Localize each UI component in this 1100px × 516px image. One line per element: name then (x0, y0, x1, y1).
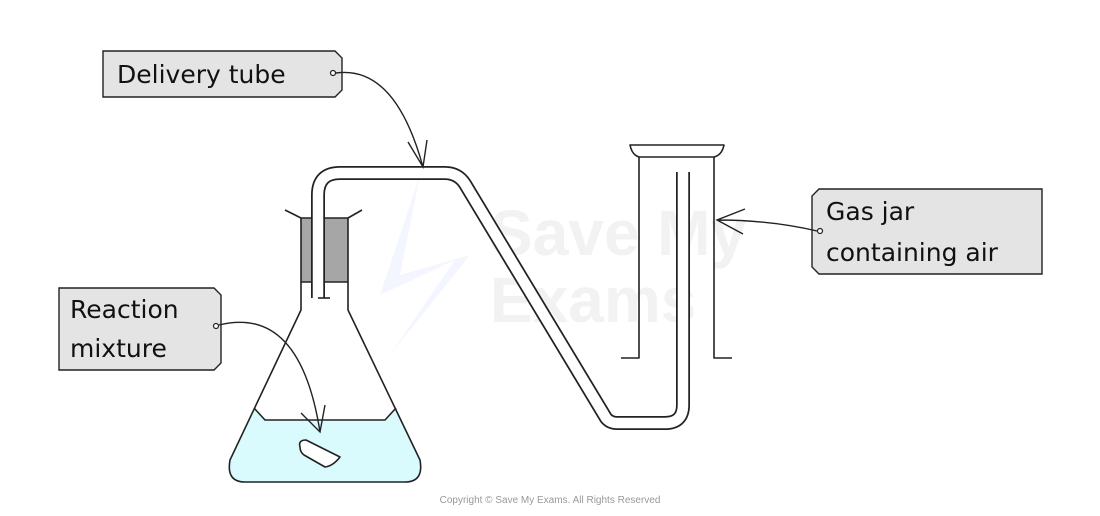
gas-jar (621, 144, 732, 359)
copyright: Copyright © Save My Exams. All Rights Re… (440, 495, 661, 506)
watermark-line-1: Save My (490, 197, 747, 269)
svg-text:Reaction: Reaction (70, 295, 179, 324)
solid-reactant (298, 439, 341, 468)
svg-text:containing air: containing air (826, 238, 999, 267)
label-reaction-mixture: Reaction mixture (58, 287, 326, 434)
svg-text:Gas jar: Gas jar (826, 197, 915, 226)
watermark: Save My Exams (380, 175, 747, 355)
arrow (335, 71, 428, 170)
delivery-tube (311, 166, 690, 430)
label-delivery-tube: Delivery tube (102, 50, 428, 170)
arrow (218, 321, 326, 434)
liquid (229, 408, 421, 482)
svg-text:Delivery tube: Delivery tube (117, 60, 286, 89)
arrow (715, 208, 818, 235)
conical-flask (228, 282, 422, 483)
label-gas-jar: Gas jar containing air (715, 188, 1043, 275)
svg-text:mixture: mixture (70, 334, 167, 363)
